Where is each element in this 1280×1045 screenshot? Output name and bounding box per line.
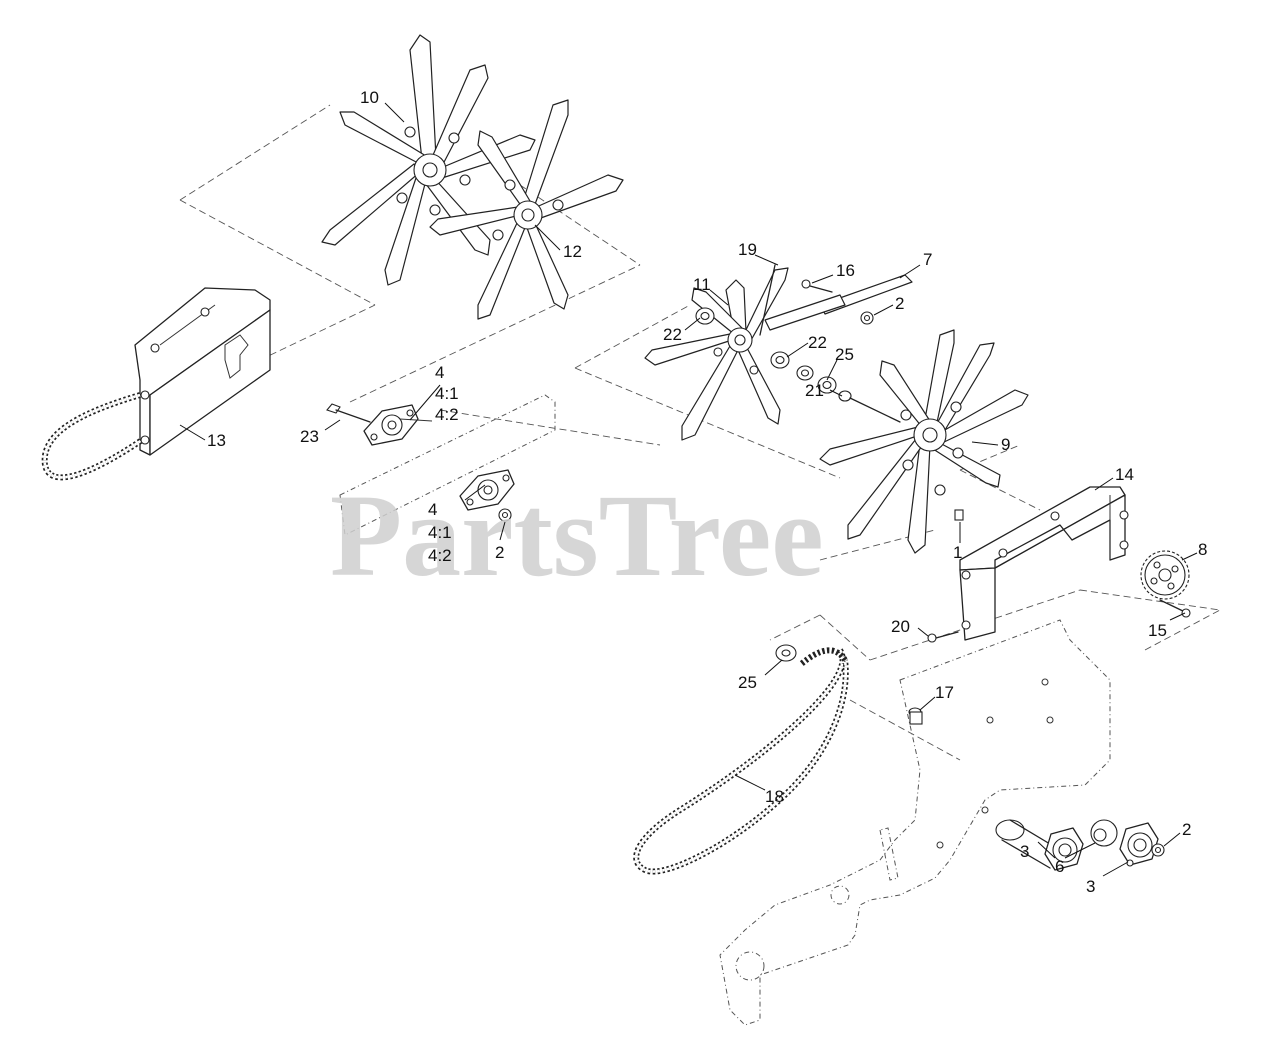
partstree-watermark: PartsTree [330,470,824,601]
bearing-housing-outer [1119,822,1159,867]
callout-11: 11 [693,275,711,294]
nut-lower-flange [498,508,512,522]
bolt-23 [326,403,371,423]
callout-6: 6 [1055,857,1064,876]
callout-2-tine: 2 [895,294,904,313]
bearing-flange-lower [459,469,515,511]
callout-8: 8 [1198,540,1207,559]
callout-4-1-upper: 4:1 [435,384,459,403]
callout-13: 13 [207,431,226,450]
callout-23: 23 [300,427,319,446]
callout-20: 20 [891,617,910,636]
callout-labels: 10 12 13 23 4 4:1 4:2 4 4:1 4:2 2 19 16 … [207,88,1207,896]
side-plate-outline [719,619,1111,1026]
callout-leader-lines [179,102,1198,877]
callout-2-bearing: 2 [1182,820,1191,839]
pin-17 [908,707,923,725]
bolt-20 [927,631,959,643]
tine-rotor-right [819,329,1029,554]
key-1 [954,509,964,521]
frame-bracket [959,486,1129,641]
callout-4-upper: 4 [435,363,444,382]
chain-guard [41,287,271,481]
sprocket [1140,550,1190,600]
callout-4-lower: 4 [428,500,437,519]
bearing-flange-upper [363,404,433,446]
callout-1: 1 [953,543,962,562]
callout-9: 9 [1001,435,1010,454]
callout-22-right: 22 [808,333,827,352]
washers-spacers [695,307,901,423]
callout-15: 15 [1148,621,1167,640]
assembly-guide-lines [179,104,1221,761]
callout-25-lower: 25 [738,673,757,692]
callout-16: 16 [836,261,855,280]
callout-19: 19 [738,240,757,259]
callout-7: 7 [923,250,932,269]
bolt-16 [801,279,833,293]
callout-4-2-upper: 4:2 [435,405,459,424]
nut-2-lower [1151,843,1165,857]
callout-12: 12 [563,242,582,261]
bearing-housing-inner [1044,827,1084,871]
tine-rotor-upper-middle [429,99,624,320]
bearing-6 [1090,819,1118,847]
callout-25-upper: 25 [835,345,854,364]
callout-21: 21 [805,381,824,400]
bolt-15 [1159,599,1191,618]
callout-14: 14 [1115,465,1134,484]
tine-rotor-middle [644,267,789,441]
callout-3-outer: 3 [1086,877,1095,896]
drive-chain [633,647,849,875]
tine-7 [759,264,913,336]
callout-3-inner: 3 [1020,842,1029,861]
callout-10: 10 [360,88,379,107]
callout-2-flange: 2 [495,543,504,562]
washer-25-lower [775,644,797,662]
callout-4-2-lower: 4:2 [428,546,452,565]
callout-17: 17 [935,683,954,702]
callout-4-1-lower: 4:1 [428,523,452,542]
nut-2-upper [860,311,874,325]
mounting-bar-outline [339,394,556,536]
callout-18: 18 [765,787,784,806]
callout-22-left: 22 [663,325,682,344]
